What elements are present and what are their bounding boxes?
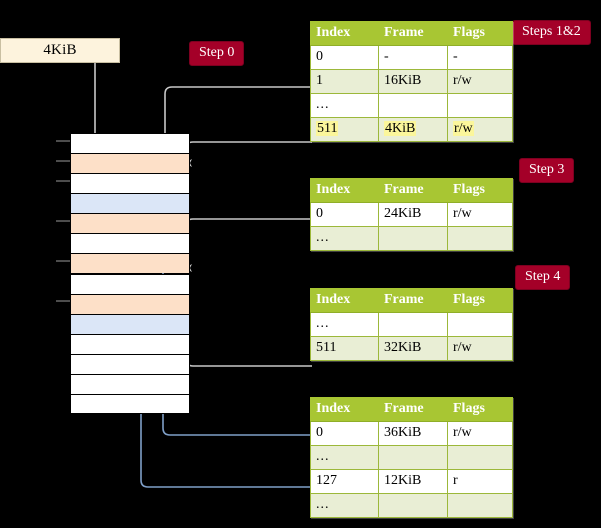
physical-memory-column: [70, 133, 190, 414]
cell-index: ...: [310, 93, 379, 118]
wire-t3-row511-to-memory: [180, 294, 312, 367]
cell-frame: 12KiB: [378, 469, 448, 494]
memory-frame-row: [70, 153, 190, 174]
cell-frame: -: [378, 45, 448, 70]
memory-tick: [56, 220, 70, 222]
cell-frame: [378, 445, 448, 470]
table-row[interactable]: ...: [310, 312, 513, 337]
column-header-index: Index: [310, 288, 379, 313]
memory-frame-row: [70, 133, 190, 154]
cell-flags: [447, 93, 513, 118]
table-row[interactable]: ...: [310, 226, 513, 251]
cell-frame: 24KiB: [378, 202, 448, 227]
table-row[interactable]: ...: [310, 93, 513, 118]
memory-frame-row: [70, 373, 190, 394]
badge-step-4: Step 4: [515, 265, 571, 291]
column-header-index: Index: [310, 21, 379, 46]
cell-flags: [447, 493, 513, 518]
cell-flags: r/w: [447, 421, 513, 446]
cell-index: ...: [310, 226, 379, 251]
column-header-frame: Frame: [378, 288, 448, 313]
cell-index: 1: [310, 69, 379, 94]
column-header-flags: Flags: [447, 178, 513, 203]
memory-frame-row: [70, 333, 190, 354]
cell-frame: 4KiB: [378, 117, 448, 142]
cell-flags: r/w: [447, 336, 513, 361]
cell-index: 127: [310, 469, 379, 494]
badge-steps-1-2: Steps 1&2: [512, 20, 591, 46]
table-row[interactable]: ...: [310, 493, 513, 518]
column-header-index: Index: [310, 397, 379, 422]
cell-index: ...: [310, 445, 379, 470]
column-header-frame: Frame: [378, 397, 448, 422]
cell-frame: 36KiB: [378, 421, 448, 446]
memory-frame-row: [70, 293, 190, 314]
cell-flags: [447, 226, 513, 251]
source-frame-label: 4KiB: [43, 42, 77, 58]
memory-tick: [56, 180, 70, 182]
memory-frame-row: [70, 213, 190, 234]
cell-flags: [447, 445, 513, 470]
cell-frame: [378, 93, 448, 118]
column-header-flags: Flags: [447, 21, 513, 46]
cell-frame: [378, 493, 448, 518]
wire-t1-row511-to-memory: [185, 141, 312, 167]
cell-index: ...: [310, 312, 379, 337]
source-frame-box: 4KiB: [0, 38, 120, 63]
cell-index: 0: [310, 421, 379, 446]
cell-index: 0: [310, 45, 379, 70]
memory-tick: [56, 300, 70, 302]
cell-index: ...: [310, 493, 379, 518]
memory-frame-row: [70, 393, 190, 414]
cell-frame: 32KiB: [378, 336, 448, 361]
memory-frame-row: [70, 193, 190, 214]
cell-flags: -: [447, 45, 513, 70]
cell-index: 511: [310, 336, 379, 361]
cell-index: 0: [310, 202, 379, 227]
wire-t2-row0-to-memory: [185, 218, 312, 272]
cell-flags: r/w: [447, 117, 513, 142]
cell-flags: r: [447, 469, 513, 494]
memory-frame-row: [70, 353, 190, 374]
cell-flags: [447, 312, 513, 337]
memory-frame-row: [70, 273, 190, 294]
column-header-flags: Flags: [447, 288, 513, 313]
badge-step-3: Step 3: [519, 158, 575, 184]
cell-frame: 16KiB: [378, 69, 448, 94]
cell-flags: r/w: [447, 202, 513, 227]
column-header-frame: Frame: [378, 21, 448, 46]
column-header-index: Index: [310, 178, 379, 203]
memory-tick: [56, 140, 70, 142]
memory-frame-row: [70, 233, 190, 254]
memory-tick: [56, 160, 70, 162]
column-header-flags: Flags: [447, 397, 513, 422]
badge-step-0: Step 0: [189, 41, 245, 67]
cell-frame: [378, 226, 448, 251]
memory-frame-row: [70, 173, 190, 194]
cell-flags: r/w: [447, 69, 513, 94]
cell-index: 511: [310, 117, 379, 142]
memory-frame-row: [70, 313, 190, 334]
column-header-frame: Frame: [378, 178, 448, 203]
memory-frame-row: [70, 253, 190, 274]
table-row[interactable]: 0--: [310, 45, 513, 70]
cell-frame: [378, 312, 448, 337]
table-row[interactable]: ...: [310, 445, 513, 470]
memory-tick: [56, 260, 70, 262]
